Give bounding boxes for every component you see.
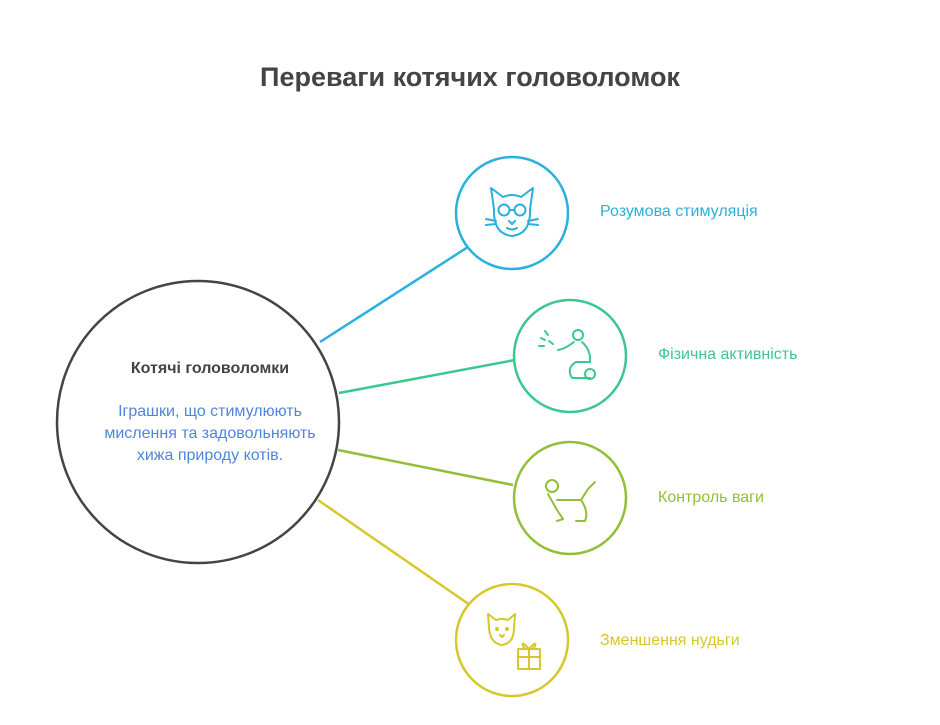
branch-label-physical: Фізична активність xyxy=(658,346,798,363)
center-node-description: Іграшки, що стимулюють мислення та задов… xyxy=(104,403,316,464)
connector-weight xyxy=(337,448,514,487)
branch-label-weight: Контроль ваги xyxy=(658,489,764,506)
cat-face-glasses-icon xyxy=(485,187,539,237)
connector-boredom xyxy=(317,498,471,607)
node-weight xyxy=(512,440,628,556)
cat-gift-icon xyxy=(487,613,541,670)
connector-physical xyxy=(338,358,516,395)
diagram-title: Переваги котячих головоломок xyxy=(260,62,680,92)
center-node xyxy=(55,279,341,565)
center-node-title: Котячі головоломки xyxy=(130,360,290,377)
node-mental xyxy=(454,155,570,271)
connector-mental xyxy=(319,245,469,344)
node-physical xyxy=(512,298,628,414)
branch-label-mental: Розумова стимуляція xyxy=(600,203,758,220)
branch-label-boredom: Зменшення нудьги xyxy=(600,632,740,649)
playing-cat-icon xyxy=(538,329,596,380)
stretching-cat-icon xyxy=(545,479,596,522)
